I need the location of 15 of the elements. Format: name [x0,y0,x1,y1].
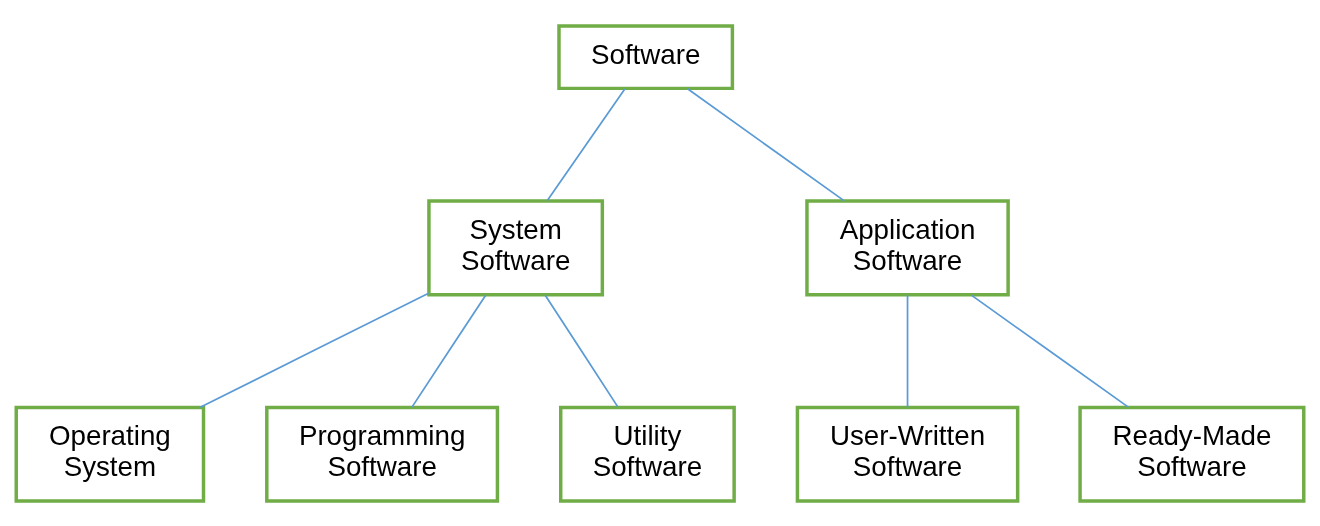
node-box: Programming Software [265,405,500,503]
node-box: Utility Software [559,405,736,503]
node-box: Ready-Made Software [1078,405,1306,503]
node-box: Software [557,23,735,90]
connector [546,87,626,202]
connector [199,291,430,408]
connector [906,293,909,408]
connector [970,293,1130,408]
node-box: System Software [427,198,605,296]
node-box: User-Written Software [795,405,1020,503]
node-box: Operating System [14,405,206,503]
connector [544,293,619,408]
node-box: Application Software [805,198,1010,296]
connector [686,87,846,202]
connector [411,293,487,408]
